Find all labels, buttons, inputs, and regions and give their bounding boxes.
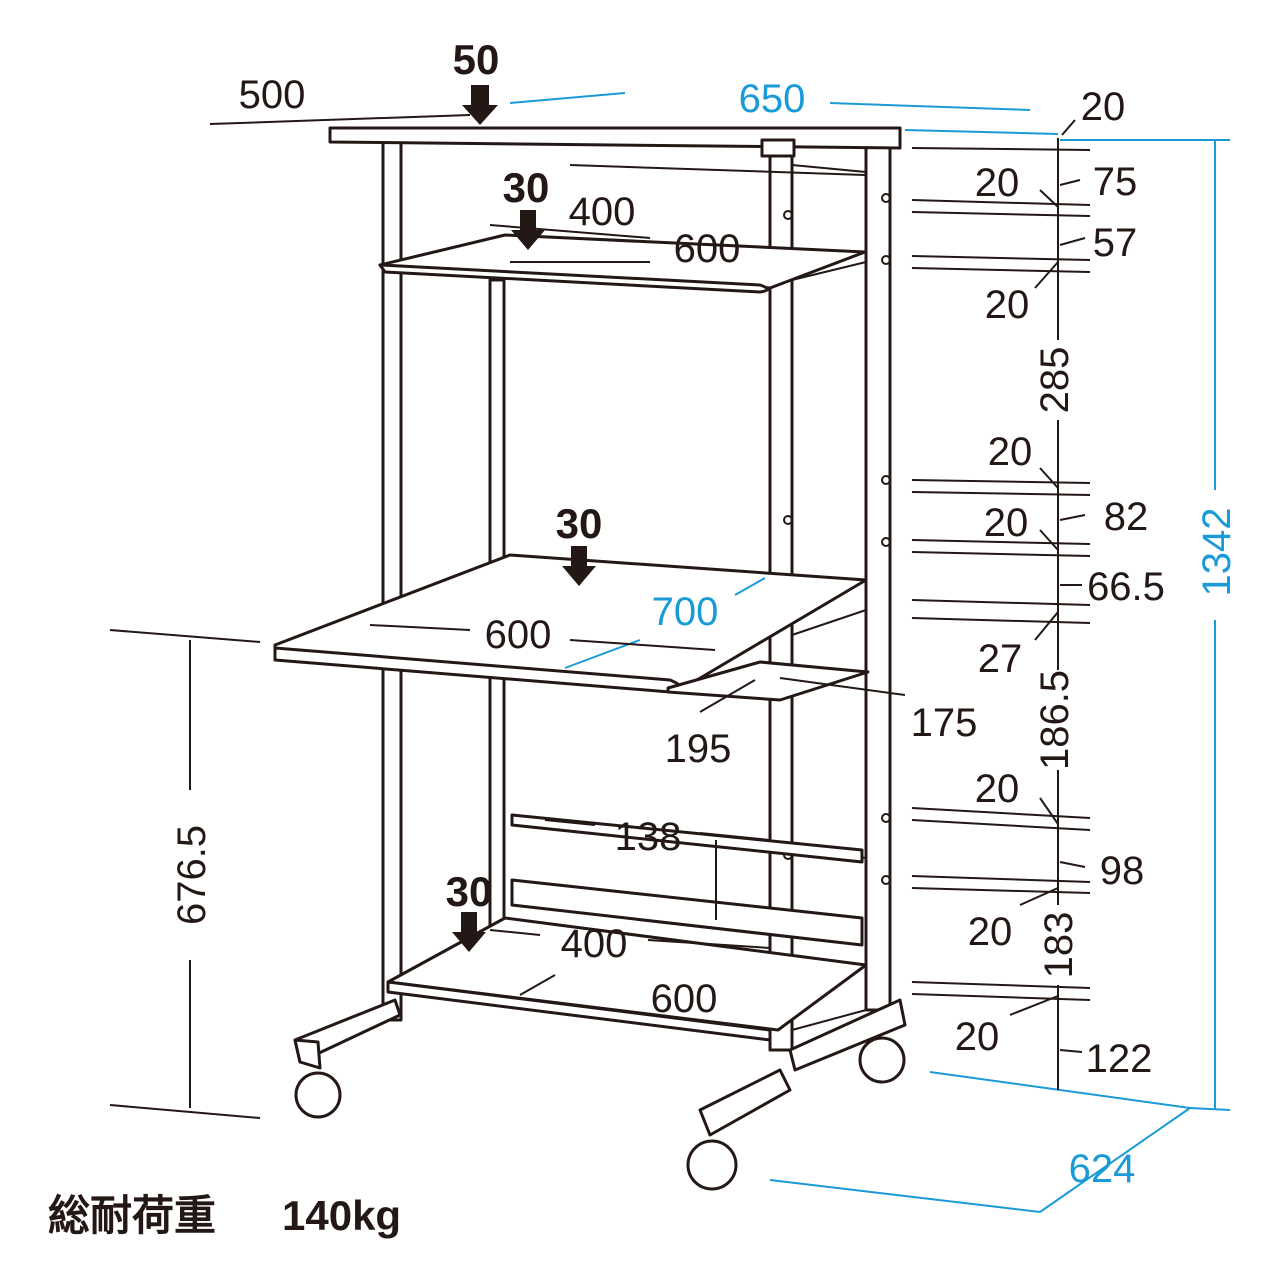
rack-outline bbox=[273, 126, 907, 1191]
keyboard-slide-depth-label: 175 bbox=[911, 701, 978, 745]
stack-value: 183 bbox=[1037, 912, 1081, 979]
stack-value: 75 bbox=[1093, 160, 1138, 204]
stack-value: 27 bbox=[978, 637, 1023, 681]
stack-value: 20 bbox=[968, 910, 1013, 954]
top-width-label: 650 bbox=[739, 77, 806, 121]
middle-shelf-depth-label: 700 bbox=[652, 590, 719, 634]
total-load-label: 総耐荷重 bbox=[48, 1192, 216, 1239]
keyboard-slide bbox=[666, 660, 870, 702]
load-middle-shelf: 30 bbox=[556, 500, 603, 547]
load-top: 50 bbox=[453, 36, 500, 83]
stack-value: 20 bbox=[975, 767, 1020, 811]
stack-value: 285 bbox=[1033, 347, 1077, 414]
upper-shelf-depth-label: 400 bbox=[569, 190, 636, 234]
load-upper-shelf: 30 bbox=[503, 164, 550, 211]
load-arrow-bottom bbox=[452, 912, 486, 952]
load-arrow-upper bbox=[511, 210, 545, 250]
left-rear-foot-end bbox=[293, 1038, 322, 1070]
caster bbox=[858, 1036, 906, 1084]
caster bbox=[686, 1139, 738, 1191]
middle-shelf-width-label: 600 bbox=[485, 613, 552, 657]
stack-value: 66.5 bbox=[1087, 565, 1165, 609]
top-board-cap bbox=[760, 138, 796, 158]
upper-shelf-edge bbox=[378, 263, 769, 294]
top-depth-label: 500 bbox=[239, 73, 306, 117]
right-foot bbox=[788, 998, 907, 1072]
base-width-label: 624 bbox=[1069, 1147, 1136, 1191]
stack-value: 20 bbox=[955, 1015, 1000, 1059]
bottom-shelf-edge bbox=[386, 980, 772, 1042]
stack-value: 82 bbox=[1104, 495, 1149, 539]
stack-value: 186.5 bbox=[1033, 670, 1077, 770]
stack-value: 20 bbox=[988, 430, 1033, 474]
load-arrow-top bbox=[462, 85, 498, 125]
load-arrow-middle bbox=[562, 546, 596, 586]
keyboard-slide-width-label: 195 bbox=[665, 727, 732, 771]
bottom-shelf-depth-label: 400 bbox=[561, 922, 628, 966]
bar-label: 138 bbox=[615, 815, 682, 859]
upper-shelf-width-label: 600 bbox=[674, 227, 741, 271]
stack-value: 122 bbox=[1086, 1037, 1153, 1081]
left-front-foot bbox=[698, 1068, 792, 1137]
desk-height-label: 676.5 bbox=[170, 825, 214, 925]
stack-value: 20 bbox=[984, 501, 1029, 545]
stack-value: 57 bbox=[1093, 221, 1138, 265]
stack-value: 20 bbox=[985, 283, 1030, 327]
dimension-lines bbox=[109, 92, 1231, 1213]
total-load-value: 140kg bbox=[282, 1192, 401, 1239]
right-back-post bbox=[864, 138, 892, 1012]
top-board bbox=[328, 126, 902, 150]
load-arrows bbox=[452, 85, 596, 952]
caster bbox=[294, 1071, 342, 1119]
total-height-label: 1342 bbox=[1195, 508, 1239, 597]
stack-value: 20 bbox=[975, 161, 1020, 205]
bottom-brace bbox=[510, 878, 864, 947]
dimension-labels: 500 650 400 600 600 700 195 175 138 400 … bbox=[170, 73, 1239, 1191]
stack-value: 98 bbox=[1100, 849, 1145, 893]
stack-value: 20 bbox=[1081, 85, 1126, 129]
load-bottom-shelf: 30 bbox=[446, 868, 493, 915]
bottom-shelf bbox=[386, 916, 868, 1032]
bottom-shelf-width-label: 600 bbox=[651, 977, 718, 1021]
